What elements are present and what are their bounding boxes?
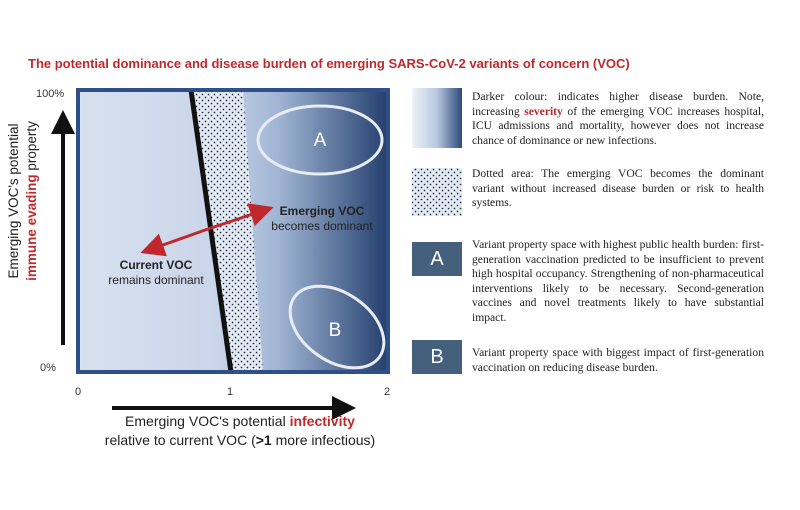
legend-a-text: Variant property space with highest publ… (472, 238, 764, 324)
y-axis-label-line1: Emerging VOC's potential (6, 123, 21, 279)
region-a-ellipse (256, 104, 384, 176)
current-voc-label: Current VOC remains dominant (96, 258, 216, 288)
emerging-voc-label: Emerging VOC becomes dominant (262, 204, 382, 234)
legend-dotted-text: Dotted area: The emerging VOC becomes th… (472, 167, 764, 210)
legend-gradient-text-start: Darker colour: indicates higher disease … (472, 90, 764, 118)
x-tick-2: 2 (384, 386, 391, 398)
legend-a-box: A (412, 242, 462, 276)
y-axis-label-highlight: immune evading (24, 174, 39, 281)
legend-gradient-text: Darker colour: indicates higher disease … (472, 90, 764, 148)
y-tick-bottom: 0% (40, 362, 56, 374)
legend-b-text: Variant property space with biggest impa… (472, 346, 764, 374)
x-axis-label-line1: Emerging VOC's potential (125, 413, 286, 429)
legend-gradient-text-end: of the emerging VOC increases hospital, … (472, 104, 764, 147)
legend-b-box: B (412, 340, 462, 374)
legend-dotted-swatch (412, 168, 462, 216)
emerging-voc-subtitle: becomes dominant (271, 219, 373, 233)
y-axis-label: Emerging VOC's potential immune evading … (5, 96, 45, 306)
legend-severity-highlight: severity (524, 104, 563, 118)
x-axis-label-line2-end: more infectious) (271, 432, 376, 448)
figure-title: The potential dominance and disease burd… (28, 56, 630, 71)
current-voc-subtitle: remains dominant (108, 273, 204, 287)
current-voc-title: Current VOC (119, 258, 193, 272)
legend-gradient-swatch (412, 88, 462, 148)
region-b-ellipse (288, 284, 386, 370)
x-axis-label-line2-start: relative to current VOC ( (104, 432, 256, 448)
x-tick-0: 0 (75, 386, 82, 398)
y-tick-top: 100% (36, 88, 65, 100)
x-axis-label-highlight: infectivity (289, 413, 355, 429)
x-axis-label-line2-bold: >1 (255, 432, 272, 448)
dominance-arrow-right (207, 203, 274, 231)
emerging-voc-title: Emerging VOC (279, 204, 365, 218)
y-axis-label-rest: property (24, 121, 39, 171)
dotted-dominance-band (191, 90, 263, 372)
x-tick-1: 1 (227, 386, 234, 398)
region-b-label: B (329, 320, 342, 341)
region-a-label: A (314, 130, 327, 151)
dominance-boundary-line (188, 89, 234, 373)
plot-frame (76, 88, 390, 374)
dominance-arrow (140, 227, 209, 257)
x-axis-label: Emerging VOC's potential infectivity rel… (70, 412, 410, 450)
